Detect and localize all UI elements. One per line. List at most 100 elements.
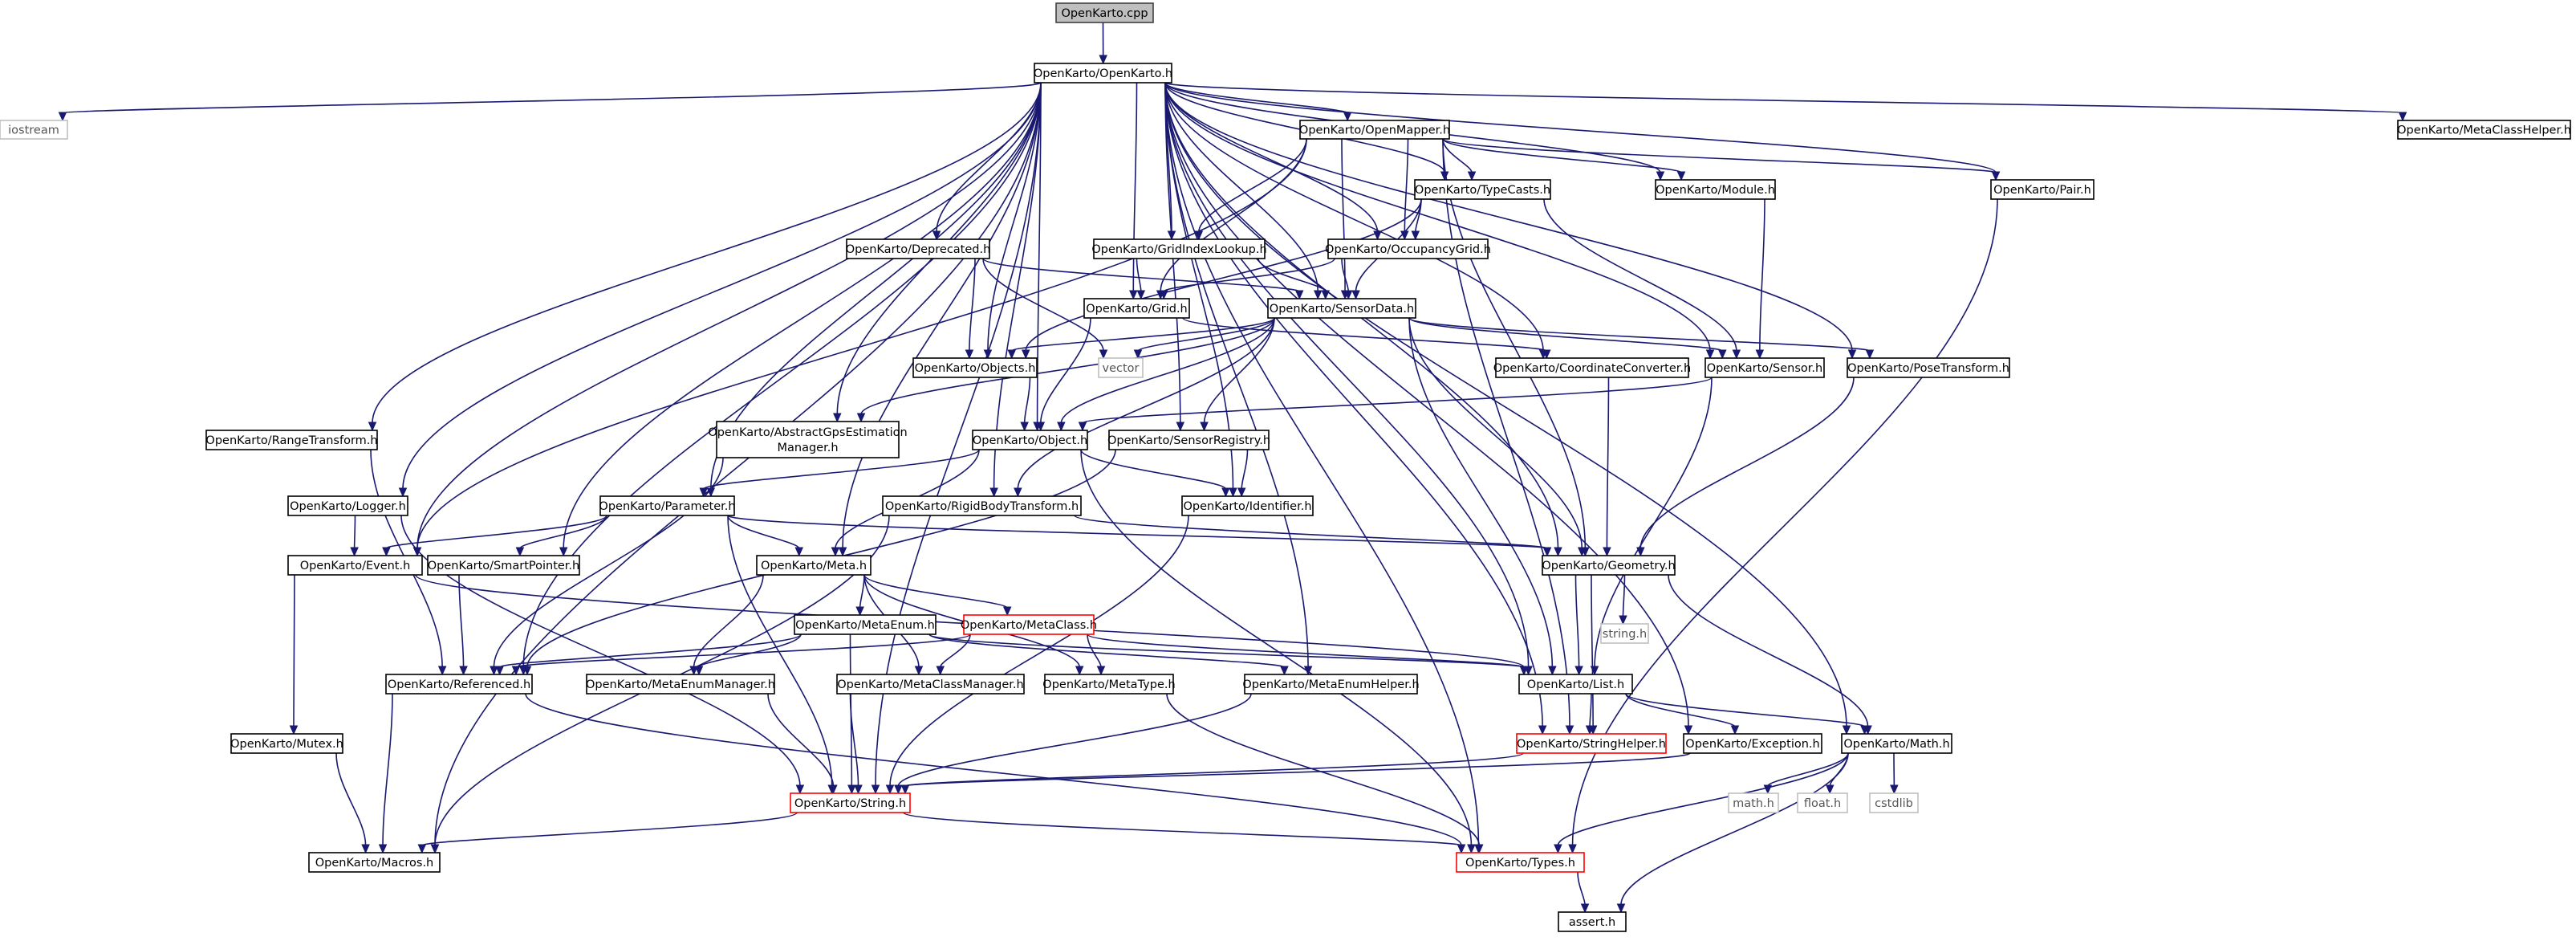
node-openkarto_h[interactable]: OpenKarto/OpenKarto.h — [1034, 63, 1172, 84]
arrowhead-typecasts-to-occupancygrid — [1411, 230, 1420, 241]
node-label: OpenKarto/Macros.h — [315, 857, 434, 870]
node-label: OpenKarto/Geometry.h — [1542, 560, 1675, 572]
edge-metaclass-to-metaclassmanager — [939, 633, 971, 668]
edge-openkarto_h-to-event — [416, 82, 1042, 549]
arrowhead-occupancygrid-to-sensordata — [1343, 290, 1353, 300]
node-label: OpenKarto/RangeTransform.h — [205, 434, 377, 447]
arrowhead-sensordata-to-posetransform — [1865, 349, 1875, 360]
node-assert[interactable]: assert.h — [1558, 911, 1627, 932]
edge-openkarto_h-to-object — [1036, 82, 1042, 424]
node-gridindexlookup[interactable]: OpenKarto/GridIndexLookup.h — [1091, 238, 1267, 259]
node-module[interactable]: OpenKarto/Module.h — [1655, 179, 1776, 200]
node-label: OpenKarto/SmartPointer.h — [428, 560, 579, 572]
node-label: OpenKarto/Parameter.h — [599, 500, 735, 513]
node-sensordata[interactable]: OpenKarto/SensorData.h — [1267, 298, 1416, 319]
node-label: OpenKarto/StringHelper.h — [1517, 738, 1666, 751]
node-metaclasshelper[interactable]: OpenKarto/MetaClassHelper.h — [2397, 120, 2571, 140]
edge-openmapper-to-sensordata — [1341, 138, 1346, 292]
node-referenced[interactable]: OpenKarto/Referenced.h — [385, 674, 533, 695]
node-math[interactable]: OpenKarto/Math.h — [1841, 733, 1952, 754]
node-objects[interactable]: OpenKarto/Objects.h — [912, 357, 1038, 378]
node-label: float.h — [1804, 797, 1841, 810]
node-types[interactable]: OpenKarto/Types.h — [1456, 852, 1585, 873]
arrowhead-gridindexlookup-to-sensordata — [1321, 290, 1331, 300]
node-meta[interactable]: OpenKarto/Meta.h — [756, 555, 872, 576]
node-label: OpenKarto/List.h — [1527, 678, 1624, 691]
node-geometry[interactable]: OpenKarto/Geometry.h — [1542, 555, 1676, 576]
arrowhead-metaclass-to-metatype — [1096, 666, 1106, 676]
arrowhead-pair-to-types — [1568, 844, 1577, 854]
node-label: OpenKarto/OccupancyGrid.h — [1325, 243, 1491, 256]
node-exception[interactable]: OpenKarto/Exception.h — [1683, 733, 1822, 754]
edge-objects-to-object — [1023, 377, 1031, 424]
arrowhead-object-to-types — [1467, 844, 1476, 854]
node-grid[interactable]: OpenKarto/Grid.h — [1083, 298, 1190, 319]
edge-types-to-assert — [1577, 871, 1586, 906]
node-macros[interactable]: OpenKarto/Macros.h — [308, 852, 441, 873]
node-box — [963, 614, 1095, 635]
node-box — [1181, 495, 1314, 516]
arrowhead-math-to-assert — [1616, 903, 1626, 914]
arrowhead-sensordata-to-abstractgps — [856, 413, 866, 423]
node-pair[interactable]: OpenKarto/Pair.h — [1990, 179, 2095, 200]
node-string[interactable]: OpenKarto/String.h — [790, 792, 911, 813]
node-label: OpenKarto/String.h — [794, 797, 906, 810]
node-label: OpenKarto/SensorData.h — [1270, 303, 1414, 316]
node-deprecated[interactable]: OpenKarto/Deprecated.h — [846, 238, 991, 259]
edge-metatype-to-types — [1166, 693, 1481, 846]
edge-string-to-types — [903, 812, 1462, 846]
node-box — [1683, 733, 1822, 754]
edge-metaclassmanager-to-string — [849, 693, 859, 787]
edge-sensordata-to-abstractgps — [860, 317, 1275, 415]
edge-math-to-types — [1557, 752, 1849, 846]
node-smartpointer[interactable]: OpenKarto/SmartPointer.h — [427, 555, 580, 576]
node-stringhelper[interactable]: OpenKarto/StringHelper.h — [1516, 733, 1667, 754]
node-box — [1847, 357, 2010, 378]
node-root[interactable]: OpenKarto.cpp — [1055, 2, 1154, 23]
node-mutex[interactable]: OpenKarto/Mutex.h — [230, 733, 343, 754]
arrowhead-openkarto_h-to-string — [871, 784, 880, 795]
node-box — [1518, 674, 1633, 695]
node-event[interactable]: OpenKarto/Event.h — [287, 555, 423, 576]
node-metaenummanager[interactable]: OpenKarto/MetaEnumManager.h — [586, 674, 775, 695]
node-label: OpenKarto/Pair.h — [1993, 184, 2091, 197]
node-vector: vector — [1098, 357, 1144, 378]
node-label: OpenKarto/Math.h — [1843, 738, 1949, 751]
node-metaenum[interactable]: OpenKarto/MetaEnum.h — [794, 614, 937, 635]
node-metatype[interactable]: OpenKarto/MetaType.h — [1042, 674, 1176, 695]
arrowhead-openkarto_h-to-rigidbody — [989, 487, 998, 498]
arrowhead-metaenum-to-metaenumhelper — [1280, 666, 1289, 676]
node-parameter[interactable]: OpenKarto/Parameter.h — [599, 495, 736, 516]
arrowhead-logger-to-string — [795, 784, 805, 795]
node-sensorregistry[interactable]: OpenKarto/SensorRegistry.h — [1107, 430, 1270, 450]
arrowhead-deprecated-to-vector — [1099, 349, 1108, 360]
node-occupancygrid[interactable]: OpenKarto/OccupancyGrid.h — [1325, 238, 1491, 259]
edge-meta-to-metaclass — [863, 574, 1008, 609]
node-coordconv[interactable]: OpenKarto/CoordinateConverter.h — [1493, 357, 1691, 378]
node-metaclass[interactable]: OpenKarto/MetaClass.h — [961, 614, 1097, 635]
arrowhead-openmapper-to-pair — [1991, 171, 2001, 181]
node-sensor[interactable]: OpenKarto/Sensor.h — [1704, 357, 1825, 378]
node-posetransform[interactable]: OpenKarto/PoseTransform.h — [1847, 357, 2010, 378]
arrowhead-openkarto_h-to-sensor — [1705, 349, 1715, 360]
node-metaclassmanager[interactable]: OpenKarto/MetaClassManager.h — [836, 674, 1025, 695]
edge-math-to-math_ext — [1767, 752, 1849, 787]
arrowhead-posetransform-to-geometry — [1636, 547, 1645, 557]
arrowhead-metaenummanager-to-string — [829, 784, 838, 795]
node-rangetransform[interactable]: OpenKarto/RangeTransform.h — [205, 430, 378, 450]
edge-openkarto_h-to-logger — [402, 82, 1042, 490]
node-identifier[interactable]: OpenKarto/Identifier.h — [1181, 495, 1314, 516]
node-rigidbody[interactable]: OpenKarto/RigidBodyTransform.h — [882, 495, 1082, 516]
node-typecasts[interactable]: OpenKarto/TypeCasts.h — [1414, 179, 1551, 200]
arrowhead-list-to-stringhelper — [1585, 725, 1595, 735]
edge-grid-to-object — [1040, 317, 1091, 424]
node-label: OpenKarto/AbstractGpsEstimation — [708, 426, 907, 439]
node-logger[interactable]: OpenKarto/Logger.h — [287, 495, 408, 516]
node-object[interactable]: OpenKarto/Object.h — [972, 430, 1088, 450]
node-openmapper[interactable]: OpenKarto/OpenMapper.h — [1299, 120, 1450, 140]
node-list[interactable]: OpenKarto/List.h — [1518, 674, 1633, 695]
arrowhead-parameter-to-event — [382, 547, 391, 557]
arrowhead-math-to-float_ext — [1825, 784, 1834, 795]
node-metaenumhelper[interactable]: OpenKarto/MetaEnumHelper.h — [1242, 674, 1420, 695]
